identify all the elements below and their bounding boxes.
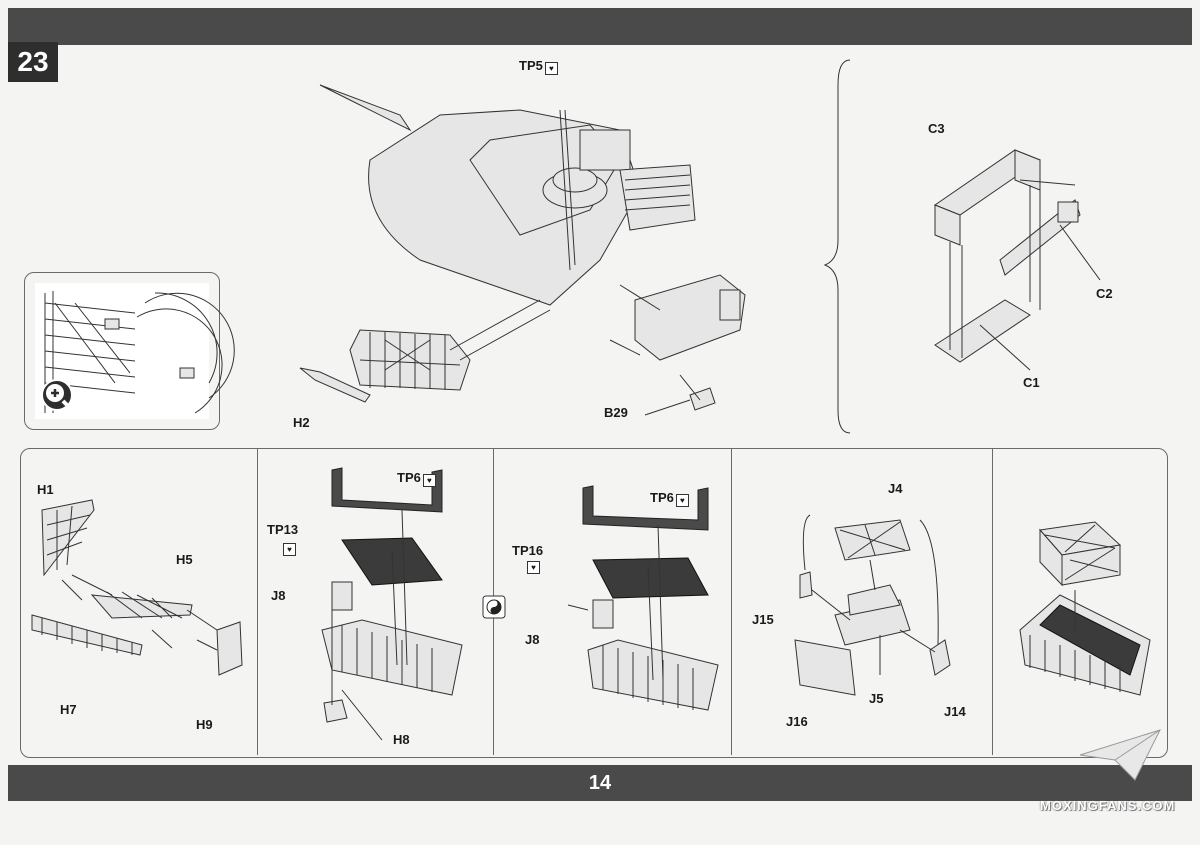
label-tp5: TP5♥ (519, 58, 558, 75)
label-h7: H7 (60, 702, 77, 717)
label-j15: J15 (752, 612, 774, 627)
completed-basket-drawing (1019, 521, 1151, 696)
label-j5: J5 (869, 691, 884, 706)
mesh-basket-b-drawing (567, 485, 719, 711)
label-h5: H5 (176, 552, 193, 567)
mesh-basket-a-drawing (321, 467, 463, 741)
page-number: 14 (588, 772, 612, 794)
section-brace (823, 59, 851, 434)
divider-3 (731, 449, 732, 755)
divider-4 (992, 449, 993, 755)
label-tp16: TP16 (512, 543, 544, 558)
label-j16: J16 (786, 714, 808, 729)
label-h8: H8 (393, 732, 410, 747)
magnify-plus-icon (41, 379, 73, 411)
zoom-detail-panel (24, 272, 235, 430)
label-j8-a: J8 (271, 588, 286, 603)
sub-assembly-strip (20, 448, 1168, 758)
tank-turret-drawing (299, 84, 746, 416)
step-number: 23 (8, 42, 58, 82)
paper-plane-logo (1079, 729, 1161, 781)
label-h9: H9 (196, 717, 213, 732)
photo-etch-icon: ♥ (675, 494, 689, 507)
photo-etch-icon: ♥ (422, 474, 436, 487)
j-box-drawing (794, 514, 951, 696)
rail-frame-drawing (31, 499, 243, 676)
label-j8-b: J8 (525, 632, 540, 647)
label-j4: J4 (888, 481, 903, 496)
label-h1: H1 (37, 482, 54, 497)
photo-etch-icon: ♥ (544, 62, 558, 75)
watermark-text: MOXINGFANS.COM (1040, 798, 1176, 813)
top-header-band (8, 8, 1192, 45)
photo-etch-icon: ♥ (527, 561, 540, 574)
divider-1 (257, 449, 258, 755)
label-c3: C3 (928, 121, 945, 136)
photo-etch-icon: ♥ (283, 543, 296, 556)
label-j14: J14 (944, 704, 966, 719)
label-tp6-b: TP6♥ (650, 490, 689, 507)
label-c1: C1 (1023, 375, 1040, 390)
footer-band (8, 765, 1192, 801)
label-b29: B29 (604, 405, 628, 420)
label-tp6-a: TP6♥ (397, 470, 436, 487)
yin-yang-icon (482, 595, 506, 619)
label-h2: H2 (293, 415, 310, 430)
storage-box-drawing (933, 149, 1101, 371)
label-c2: C2 (1096, 286, 1113, 301)
label-tp13: TP13 (267, 522, 299, 537)
